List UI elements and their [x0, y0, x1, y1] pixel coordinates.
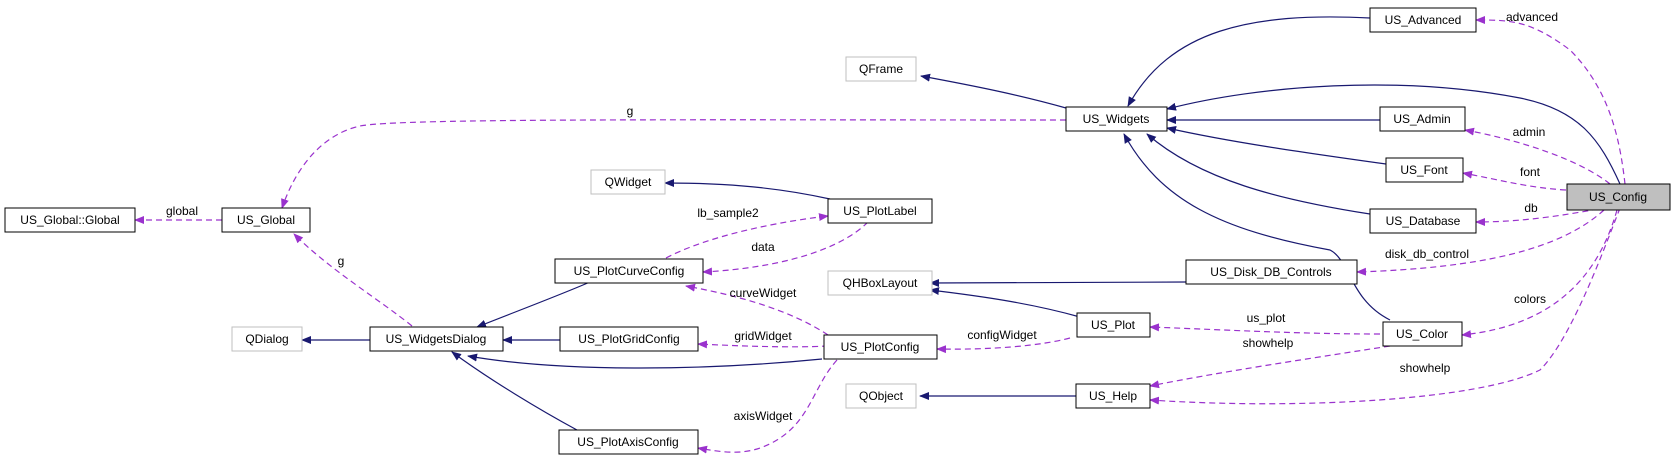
node-label: US_Color	[1396, 327, 1448, 341]
node-label: US_Widgets	[1083, 112, 1150, 126]
node-label: US_Global::Global	[20, 213, 119, 227]
edge-advanced-to-widgets	[1127, 16, 1371, 107]
node-qhboxlayout[interactable]: QHBoxLayout	[827, 270, 933, 296]
node-label: US_Config	[1589, 190, 1647, 204]
node-us-color[interactable]: US_Color	[1382, 321, 1463, 347]
node-label: US_Advanced	[1385, 13, 1462, 27]
node-us-admin[interactable]: US_Admin	[1379, 106, 1466, 132]
edge-configwidget	[936, 337, 1071, 354]
edge-db	[1475, 208, 1599, 226]
node-us-global[interactable]: US_Global	[221, 207, 311, 233]
node-us-global-global[interactable]: US_Global::Global	[4, 207, 136, 233]
edge-showhelp-config	[1149, 207, 1621, 405]
node-us-database[interactable]: US_Database	[1369, 208, 1477, 234]
edge-plot-to-qhboxlayout	[929, 287, 1081, 318]
node-label: US_PlotCurveConfig	[574, 264, 685, 278]
node-label: QFrame	[859, 62, 903, 76]
edge-label-axiswidget: axisWidget	[734, 409, 793, 423]
node-label: US_Database	[1386, 214, 1461, 228]
edge-colors	[1461, 209, 1618, 339]
edge-diskdbcontrols-to-qhboxlayout	[929, 278, 1187, 287]
edge-label-g-top: g	[627, 104, 634, 118]
edge-label-curvewidget: curveWidget	[730, 286, 797, 300]
nodes: US_Global::Global US_Global QDialog US_W…	[4, 7, 1671, 455]
edge-gridwidget	[697, 340, 829, 349]
edge-curvewidget	[685, 283, 829, 336]
node-us-widgetsdialog[interactable]: US_WidgetsDialog	[369, 326, 504, 352]
node-label: US_WidgetsDialog	[386, 332, 487, 346]
node-us-plotcurveconfig[interactable]: US_PlotCurveConfig	[554, 258, 704, 284]
edge-label-lb-sample2: lb_sample2	[697, 206, 759, 220]
edge-label-colors: colors	[1514, 292, 1546, 306]
edge-admin	[1464, 127, 1611, 185]
node-us-config[interactable]: US_Config	[1566, 183, 1671, 211]
node-label: QHBoxLayout	[843, 276, 918, 290]
edge-label-showhelp-config: showhelp	[1400, 361, 1451, 375]
edge-advanced	[1475, 16, 1626, 185]
edge-label-data: data	[751, 240, 775, 254]
node-label: US_PlotAxisConfig	[577, 435, 678, 449]
edge-showhelp-color	[1149, 345, 1391, 389]
edge-g-top	[281, 119, 1067, 209]
node-us-plotaxisconfig[interactable]: US_PlotAxisConfig	[558, 429, 699, 455]
edge-font	[1462, 170, 1567, 191]
usage-edges	[134, 16, 1626, 454]
node-us-plotgridconfig[interactable]: US_PlotGridConfig	[559, 326, 699, 352]
node-label: US_Disk_DB_Controls	[1210, 265, 1331, 279]
edge-label-us-plot: us_plot	[1247, 311, 1286, 325]
node-label: QDialog	[245, 332, 288, 346]
edge-plotconfig-to-widgetsdialog	[467, 353, 823, 369]
edge-config-to-widgets	[1166, 84, 1621, 185]
node-us-advanced[interactable]: US_Advanced	[1369, 7, 1477, 33]
edge-plotcurveconfig-to-widgetsdialog	[476, 281, 591, 328]
node-label: US_PlotLabel	[843, 204, 916, 218]
edge-color-to-widgets	[1123, 133, 1391, 321]
node-us-widgets[interactable]: US_Widgets	[1065, 106, 1168, 132]
edge-label-global: global	[166, 204, 198, 218]
node-label: US_PlotConfig	[841, 340, 920, 354]
node-label: US_Plot	[1091, 318, 1136, 332]
node-label: US_Admin	[1393, 112, 1450, 126]
edge-label-showhelp-color: showhelp	[1243, 336, 1294, 350]
edge-label-g-dialog: g	[338, 254, 345, 268]
inheritance-edges	[301, 16, 1621, 431]
node-us-plot[interactable]: US_Plot	[1076, 312, 1151, 338]
node-label: US_Font	[1400, 163, 1448, 177]
node-label: US_PlotGridConfig	[578, 332, 679, 346]
node-us-plotlabel[interactable]: US_PlotLabel	[827, 198, 933, 224]
node-us-disk-db-controls[interactable]: US_Disk_DB_Controls	[1185, 259, 1358, 285]
edge-widgets-to-qframe	[920, 73, 1067, 109]
node-qobject[interactable]: QObject	[845, 383, 917, 409]
node-us-help[interactable]: US_Help	[1075, 383, 1151, 409]
edge-label-configwidget: configWidget	[967, 328, 1037, 342]
edge-us-plot	[1149, 323, 1381, 335]
node-us-font[interactable]: US_Font	[1385, 157, 1464, 183]
node-qframe[interactable]: QFrame	[845, 56, 917, 82]
node-us-plotconfig[interactable]: US_PlotConfig	[823, 334, 938, 360]
edge-label-disk-db-control: disk_db_control	[1385, 247, 1469, 261]
edge-label-gridwidget: gridWidget	[734, 329, 792, 343]
edge-axiswidget	[697, 359, 838, 454]
node-label: QObject	[859, 389, 904, 403]
edge-font-to-widgets	[1166, 126, 1387, 165]
edge-labels: global g g lb_sample2 data curveWidget g…	[166, 10, 1558, 423]
edge-disk-db-control	[1356, 209, 1605, 276]
edge-g-dialog	[293, 233, 413, 327]
edge-label-font: font	[1520, 165, 1541, 179]
edge-plotaxisconfig-to-widgetsdialog	[451, 351, 578, 431]
node-qdialog[interactable]: QDialog	[231, 326, 303, 352]
edge-plotlabel-to-qwidget	[664, 179, 831, 200]
node-label: US_Global	[237, 213, 295, 227]
edge-label-admin: admin	[1513, 125, 1546, 139]
node-label: US_Help	[1089, 389, 1137, 403]
edge-label-db: db	[1524, 201, 1538, 215]
node-qwidget[interactable]: QWidget	[590, 169, 666, 195]
edge-lb-sample2	[665, 213, 829, 259]
node-label: QWidget	[605, 175, 652, 189]
edge-database-to-widgets	[1146, 133, 1371, 215]
edge-data	[702, 221, 869, 276]
edge-label-advanced: advanced	[1506, 10, 1558, 24]
